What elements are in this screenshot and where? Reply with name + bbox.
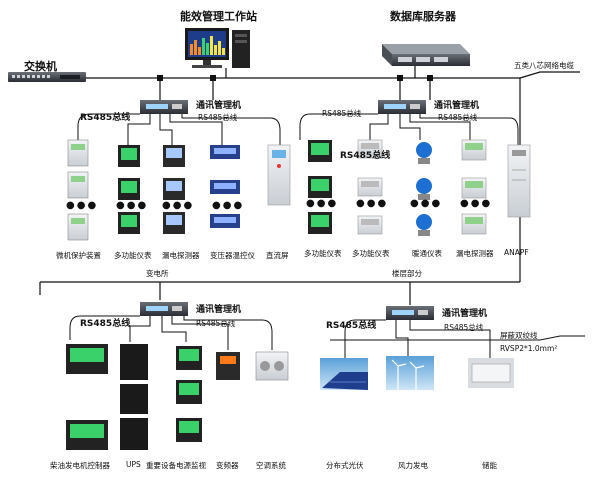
ellipsis-3: ●●● <box>162 200 195 211</box>
backbone-taps <box>157 75 433 81</box>
energy-storage-icon <box>468 358 514 388</box>
bus-left-top <box>77 113 281 145</box>
ellipsis-4: ●●● <box>212 200 245 211</box>
rs485-label-1: RS485总线 <box>80 113 131 123</box>
rs485-label-2c: RS485总线 <box>340 151 391 161</box>
device-label-r2: 暖通仪表 <box>412 249 442 258</box>
rs485-label-4b: RS485总线 <box>444 323 484 332</box>
database-server-icon <box>382 44 470 66</box>
ellipsis-1: ●●● <box>66 200 99 211</box>
leakage-detector-stack-b <box>461 139 487 235</box>
network-switch-icon <box>8 72 86 82</box>
solar-pv-icon <box>320 358 368 390</box>
comm-manager-icon-4 <box>386 306 434 320</box>
air-conditioner-icon <box>255 351 289 381</box>
cable-note-label: 五类八芯网络电缆 <box>514 61 574 70</box>
shielded-pair-label: 屏蔽双绞线 <box>500 331 538 340</box>
bottom-label-r2: 储能 <box>482 461 497 470</box>
bus-right-bottom <box>330 319 585 358</box>
bottom-label-0: 柴油发电机控制器 <box>50 461 110 470</box>
bus-right-top <box>299 113 519 145</box>
comm-manager-icon-1 <box>140 100 188 114</box>
ellipsis-7: ●●● <box>410 198 443 209</box>
substation-label: 变电所 <box>146 269 169 278</box>
comm-manager-icon-3 <box>140 302 188 316</box>
switch-label: 交换机 <box>24 60 57 73</box>
energy-station-label: 能效管理工作站 <box>180 10 257 23</box>
relay-protection-stack <box>67 139 89 241</box>
comm-manager-label-4: 通讯管理机 <box>442 309 488 319</box>
wind-power-icon <box>386 356 434 390</box>
rvsp-label: RVSP2*1.0mm² <box>500 344 558 353</box>
rs485-label-4: RS485总线 <box>326 321 377 331</box>
device-label-r3: 漏电探测器 <box>456 249 494 258</box>
backbone-network-line <box>40 71 580 79</box>
transformer-temp-stack <box>210 145 240 228</box>
workstation-icon <box>185 28 250 68</box>
db-server-label: 数据库服务器 <box>390 10 456 23</box>
ups-cabinet-stack <box>120 344 148 450</box>
inverter-icon <box>216 352 240 380</box>
device-label-2: 漏电探测器 <box>162 251 200 260</box>
rs485-label-3: RS485总线 <box>80 319 131 329</box>
bottom-label-2: 重要设备电源监视 <box>146 461 206 470</box>
genset-controller-stack <box>66 344 108 450</box>
floor-label: 楼层部分 <box>392 269 422 278</box>
rs485-label-3b: RS485总线 <box>196 319 236 328</box>
anapf-cabinet-icon <box>507 144 531 218</box>
rs485-label-2b: RS485总线 <box>438 113 478 122</box>
ellipsis-5: ●●● <box>306 198 339 209</box>
hvac-meter-stack <box>416 142 432 236</box>
rs485-label-1b: RS485总线 <box>198 113 238 122</box>
bottom-label-r0: 分布式光伏 <box>326 461 364 470</box>
device-label-r4: ANAPF <box>504 248 529 257</box>
bottom-label-r1: 风力发电 <box>398 461 428 470</box>
comm-manager-label-2: 通讯管理机 <box>434 101 480 111</box>
multifunction-meter-stack-a <box>118 145 140 234</box>
bottom-label-3: 变频器 <box>216 461 239 470</box>
dc-cabinet-icon <box>267 144 291 206</box>
bottom-label-4: 空调系统 <box>256 461 286 470</box>
device-label-3: 变压器温控仪 <box>210 251 255 260</box>
ellipsis-2: ●●● <box>116 200 149 211</box>
multifunction-meter-stack-c <box>357 139 383 235</box>
device-label-0: 微机保护装置 <box>56 251 101 260</box>
multifunction-meter-stack-b <box>308 140 332 234</box>
device-label-r0: 多功能仪表 <box>304 249 342 258</box>
comm-manager-label-1: 通讯管理机 <box>196 101 242 111</box>
power-monitor-stack <box>176 346 202 442</box>
device-label-1: 多功能仪表 <box>114 251 152 260</box>
ellipsis-6: ●●● <box>356 198 389 209</box>
bottom-label-1: UPS <box>126 460 141 469</box>
ellipsis-8: ●●● <box>460 198 493 209</box>
comm-manager-label-3: 通讯管理机 <box>196 305 242 315</box>
comm-manager-icon-2 <box>378 100 426 114</box>
bus-left-bottom <box>69 315 273 350</box>
rs485-label-2: RS485总线 <box>322 109 362 118</box>
device-label-r1: 多功能仪表 <box>352 249 390 258</box>
leakage-detector-stack-a <box>163 145 185 234</box>
device-label-4: 直流屏 <box>266 251 289 260</box>
